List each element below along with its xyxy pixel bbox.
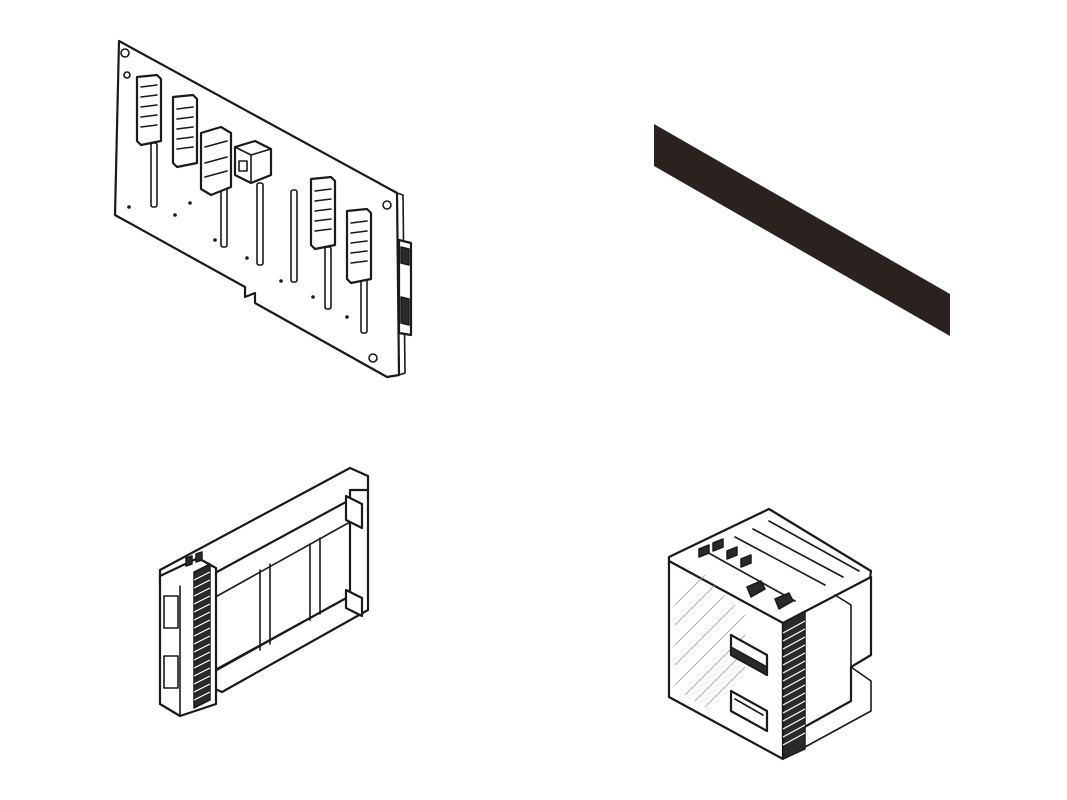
drive-tray-blank-illustration	[150, 460, 380, 720]
drive-tray-blank-icon	[158, 466, 370, 718]
drive-carrier-icon	[667, 507, 873, 761]
flat-cable-illustration	[650, 120, 955, 340]
drive-carrier-illustration	[665, 505, 880, 765]
backplane-board-illustration	[105, 35, 425, 385]
flat-cable-icon	[654, 124, 950, 336]
backplane-board-icon	[113, 39, 413, 379]
